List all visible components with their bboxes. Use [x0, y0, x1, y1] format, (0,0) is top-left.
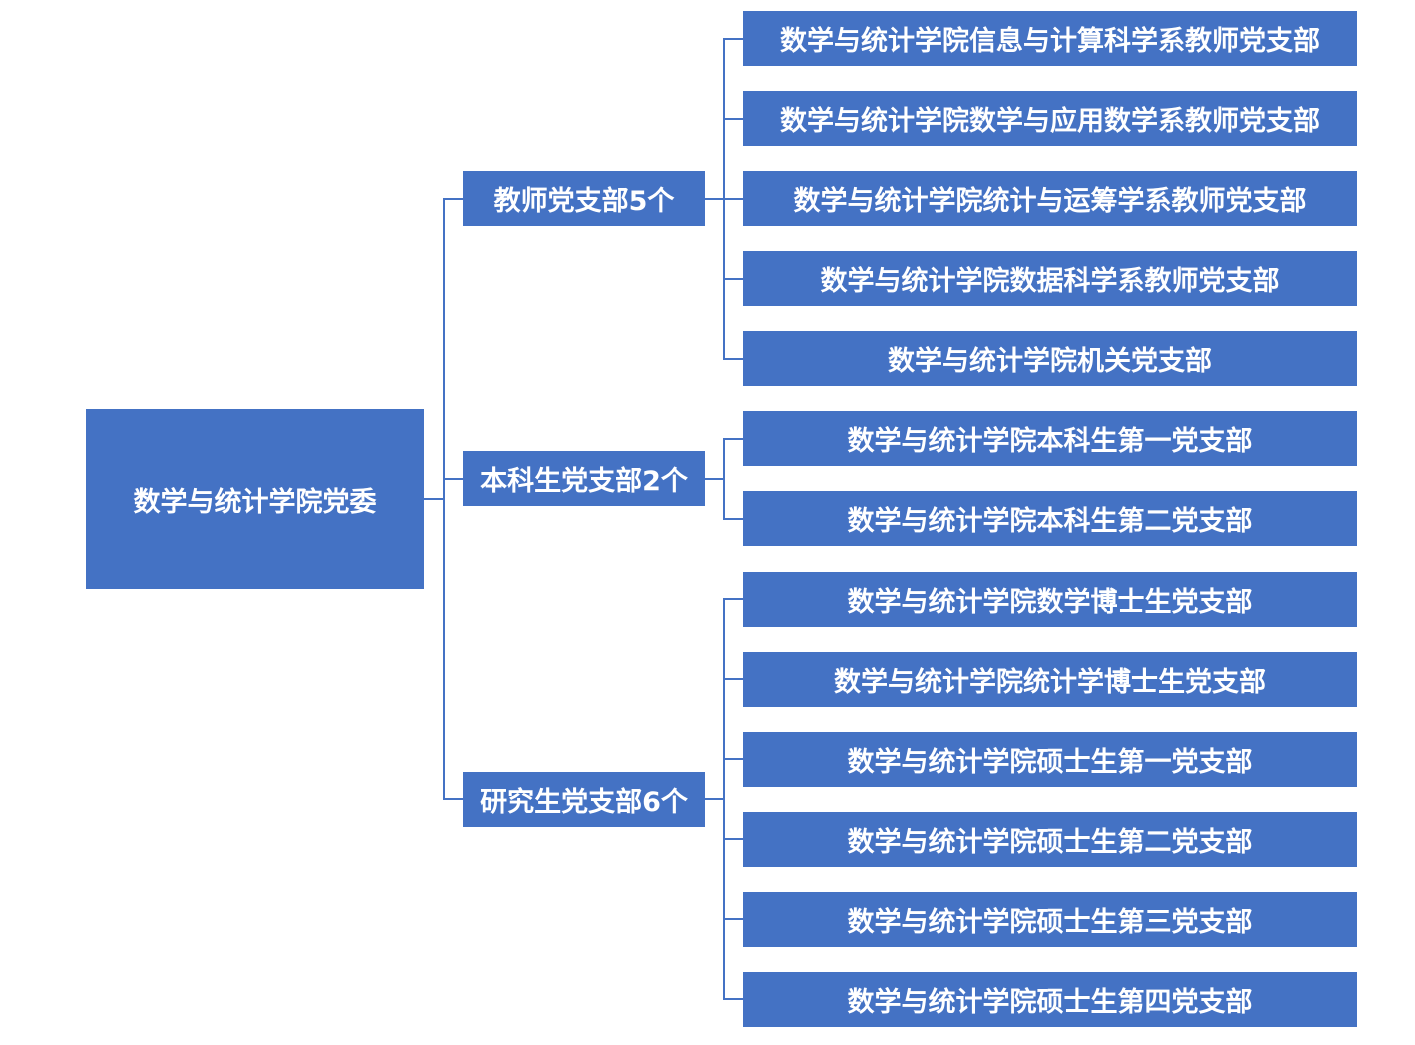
- connector-line: [443, 798, 463, 800]
- connector-line: [424, 498, 444, 500]
- leaf-node: 数学与统计学院硕士生第三党支部: [743, 892, 1357, 947]
- leaf-node: 数学与统计学院硕士生第四党支部: [743, 972, 1357, 1027]
- connector-line: [723, 118, 743, 120]
- connector-line: [443, 198, 463, 200]
- connector-line: [705, 798, 724, 800]
- group-node-graduate: 研究生党支部6个: [463, 772, 705, 827]
- leaf-node: 数学与统计学院信息与计算科学系教师党支部: [743, 11, 1357, 66]
- leaf-node: 数学与统计学院本科生第二党支部: [743, 491, 1357, 546]
- connector-line: [723, 198, 743, 200]
- group-node-undergrad: 本科生党支部2个: [463, 451, 705, 506]
- group-node-teachers: 教师党支部5个: [463, 171, 705, 226]
- leaf-node: 数学与统计学院数学与应用数学系教师党支部: [743, 91, 1357, 146]
- connector-line: [443, 478, 463, 480]
- connector-line: [723, 278, 743, 280]
- connector-line: [723, 838, 743, 840]
- connector-line: [443, 198, 445, 800]
- leaf-node: 数学与统计学院本科生第一党支部: [743, 411, 1357, 466]
- connector-line: [723, 998, 743, 1000]
- leaf-node: 数学与统计学院统计学博士生党支部: [743, 652, 1357, 707]
- connector-line: [723, 438, 725, 520]
- connector-line: [723, 438, 743, 440]
- connector-line: [723, 518, 743, 520]
- connector-line: [723, 678, 743, 680]
- leaf-node: 数学与统计学院硕士生第一党支部: [743, 732, 1357, 787]
- connector-line: [723, 918, 743, 920]
- leaf-node: 数学与统计学院硕士生第二党支部: [743, 812, 1357, 867]
- leaf-node: 数学与统计学院机关党支部: [743, 331, 1357, 386]
- connector-line: [723, 598, 743, 600]
- connector-line: [723, 38, 743, 40]
- connector-line: [723, 598, 725, 1000]
- leaf-node: 数学与统计学院数据科学系教师党支部: [743, 251, 1357, 306]
- leaf-node: 数学与统计学院数学博士生党支部: [743, 572, 1357, 627]
- root-node: 数学与统计学院党委: [86, 409, 424, 589]
- leaf-node: 数学与统计学院统计与运筹学系教师党支部: [743, 171, 1357, 226]
- connector-line: [705, 478, 724, 480]
- connector-line: [723, 758, 743, 760]
- connector-line: [705, 198, 724, 200]
- connector-line: [723, 358, 743, 360]
